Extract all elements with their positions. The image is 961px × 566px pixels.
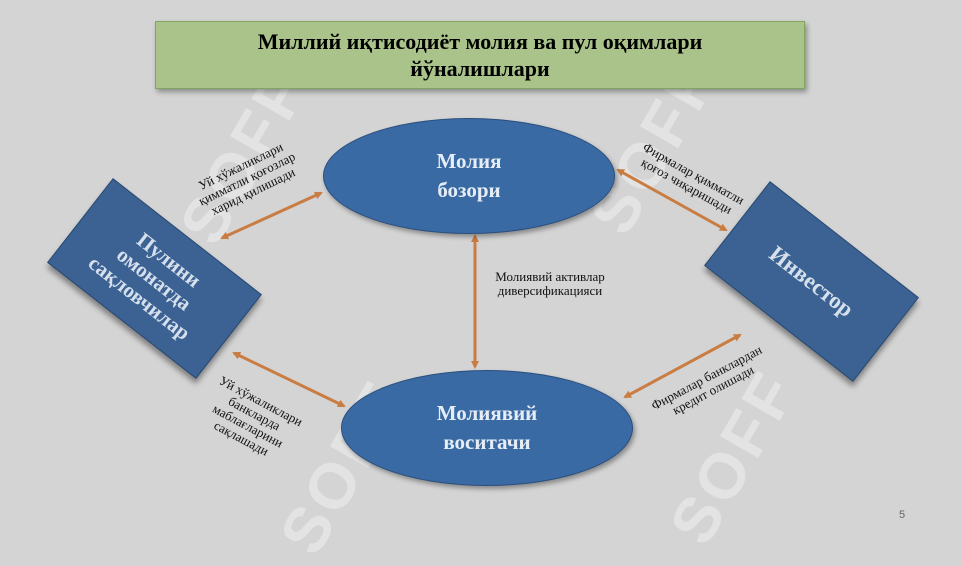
page-title: Миллий иқтисодиёт молия ва пул оқимлари … — [257, 29, 703, 81]
page-number: 5 — [899, 509, 906, 521]
title-box: Миллий иқтисодиёт молия ва пул оқимлари … — [155, 21, 805, 89]
arrow-market-investor — [616, 168, 728, 232]
arrow-intermediary-investor — [623, 333, 742, 399]
arrow-savers-intermediary — [232, 351, 346, 408]
node-financial-market-label: Молия бозори — [436, 149, 502, 202]
node-financial-market: Молия бозори — [323, 118, 615, 234]
node-investor-label: Инвестор — [764, 240, 859, 322]
arrows-layer — [220, 168, 742, 408]
arrow-savers-market — [220, 191, 323, 240]
node-financial-intermediary: Молиявий воситачи — [341, 370, 633, 486]
label-diversification: Молиявий активлар диверсификацияси — [495, 269, 605, 298]
node-financial-intermediary-label: Молиявий воситачи — [436, 401, 538, 454]
